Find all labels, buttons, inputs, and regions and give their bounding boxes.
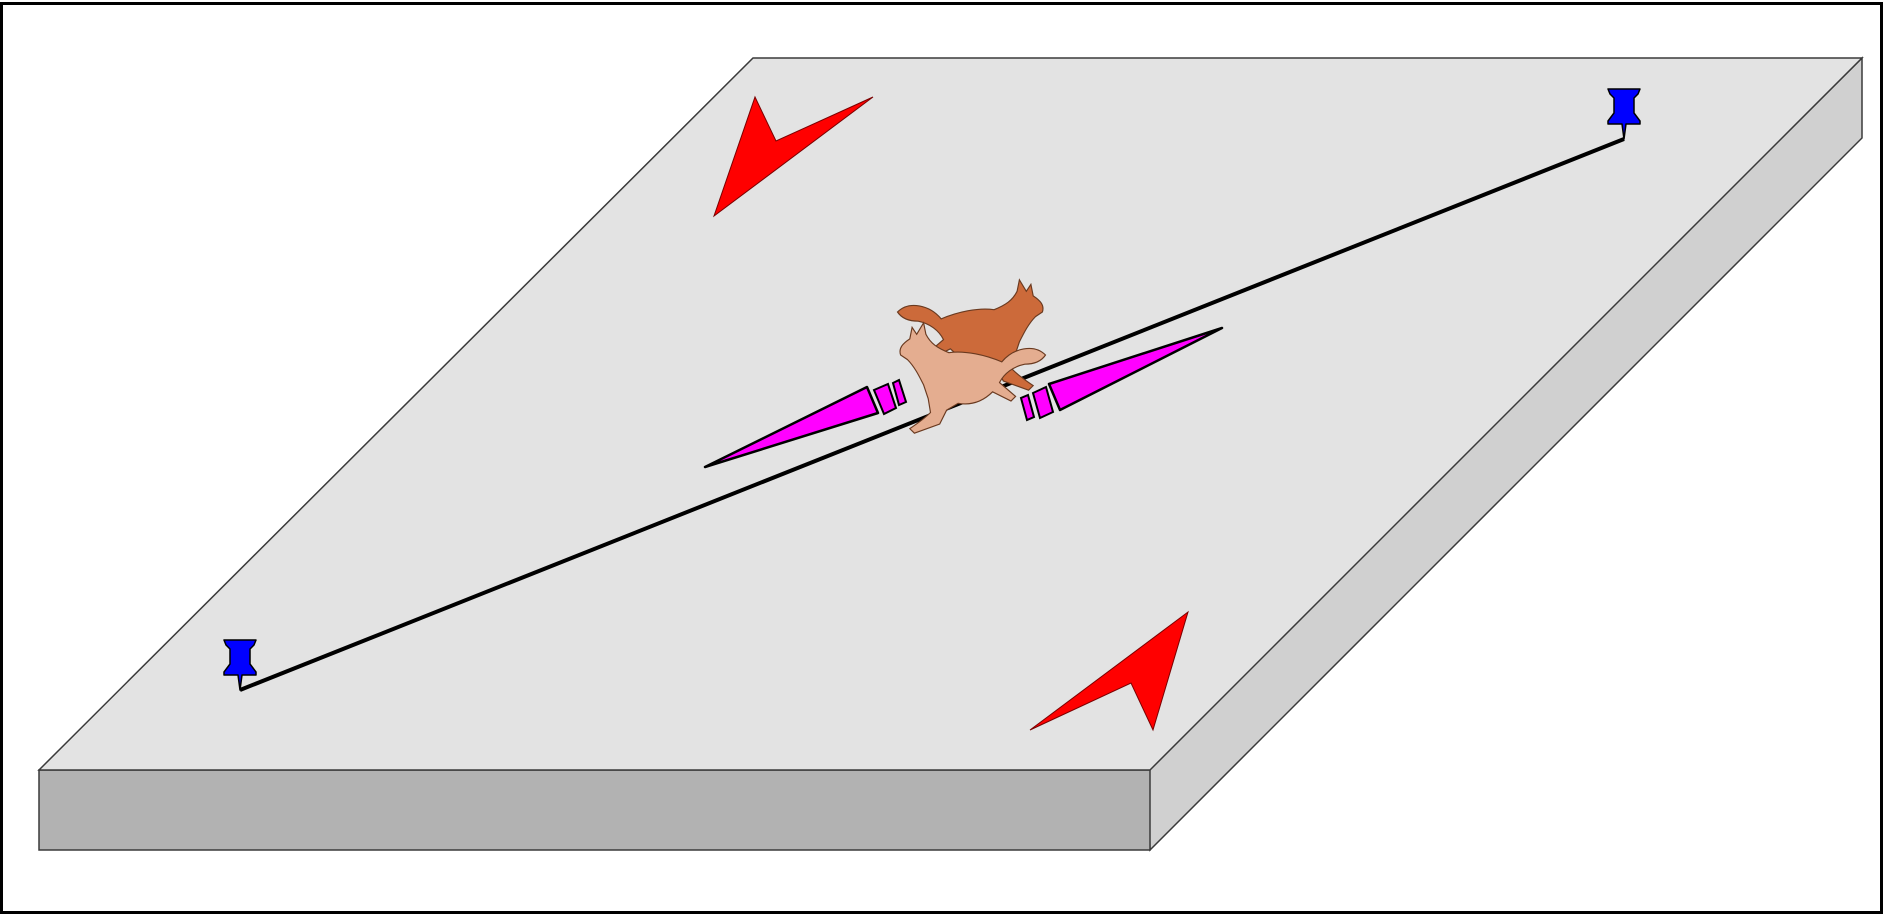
wedge-arrow-icon (1019, 326, 1224, 422)
arrowhead-icon (1029, 610, 1189, 732)
arrowhead-icon (712, 95, 874, 218)
wedge-arrow-icon (703, 378, 908, 469)
slab-front-face (38, 769, 1151, 851)
slab-block (37, 56, 1864, 852)
slab-top-face (37, 57, 1864, 771)
